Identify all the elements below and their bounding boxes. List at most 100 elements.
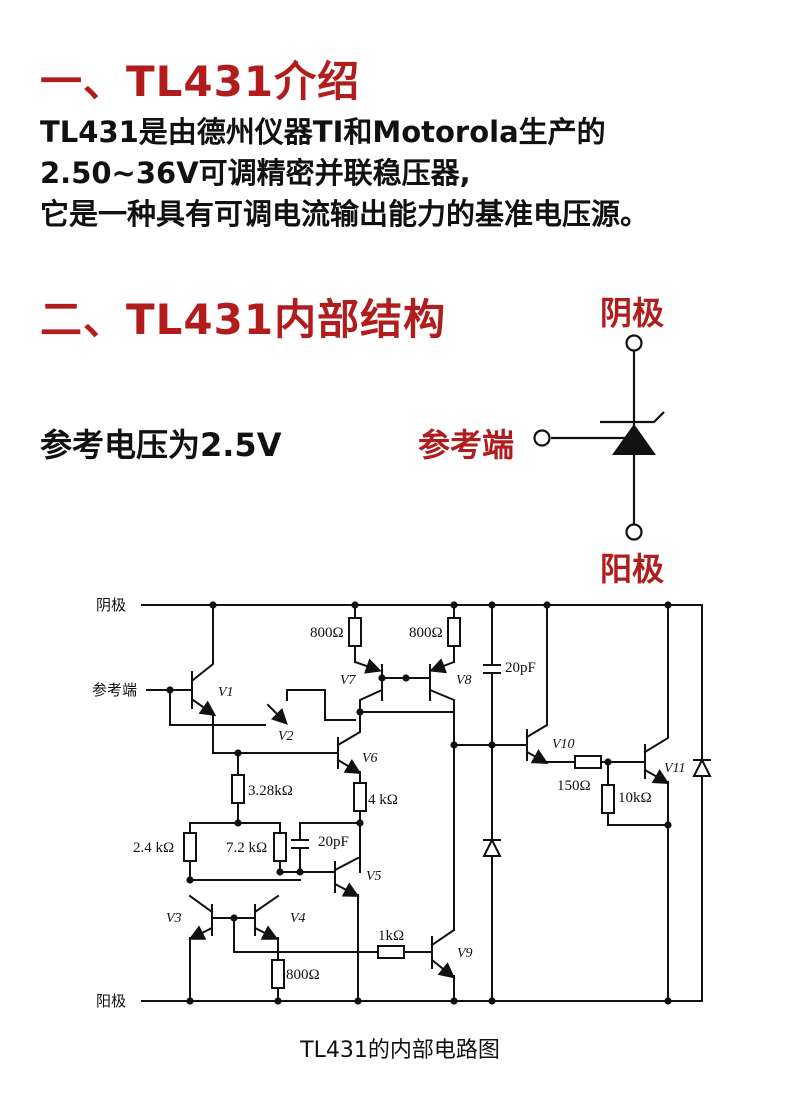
label-v2: V2 [278, 729, 294, 744]
junction-dot [186, 876, 194, 884]
symbol-anode-label: 阳极 [600, 550, 665, 588]
junction-dot [402, 674, 410, 682]
v10-emitter [525, 749, 549, 764]
symbol-cathode-terminal [625, 334, 643, 352]
v7-emitter [353, 658, 382, 674]
junction-dot [450, 741, 458, 749]
v11-emitter [643, 768, 670, 784]
label-r3-28k: 3.28kΩ [248, 783, 293, 799]
v2-emitter [266, 703, 288, 725]
label-v9: V9 [457, 946, 473, 961]
intro-line-3: 它是一种具有可调电流输出能力的基准电压源。 [40, 197, 650, 231]
r10k-bottom [607, 812, 671, 826]
v2-collector [286, 689, 356, 721]
intro-paragraph: TL431是由德州仪器TI和Motorola生产的 2.50~36V可调精密并联… [40, 112, 649, 235]
label-r800b: 800Ω [409, 625, 443, 641]
outer-diode-triangle [692, 757, 712, 777]
junction-dot [234, 749, 242, 757]
label-v6: V6 [362, 751, 378, 766]
symbol-reference-terminal [533, 429, 551, 447]
resistor-800b [447, 617, 461, 647]
v1-collector [191, 604, 214, 682]
label-v10: V10 [552, 737, 575, 752]
junction-dot [276, 868, 284, 876]
junction-dot [664, 997, 672, 1005]
junction-dot [543, 601, 551, 609]
junction-dot [274, 997, 282, 1005]
resistor-1k [377, 945, 405, 959]
label-r800c: 800Ω [286, 967, 320, 983]
junction-dot [664, 821, 672, 829]
junction-dot [234, 819, 242, 827]
v11-collector [643, 604, 669, 754]
label-v4: V4 [290, 911, 306, 926]
label-v7: V7 [340, 673, 357, 688]
junction-dot [351, 601, 359, 609]
section1-title: 一、TL431介绍 [40, 57, 361, 106]
junction-dot [378, 674, 386, 682]
label-v8: V8 [456, 673, 472, 688]
label-r800a: 800Ω [310, 625, 344, 641]
v4-emitter [253, 925, 279, 940]
v6-collector [336, 711, 361, 747]
label-c20pf-b: 20pF [505, 660, 536, 676]
section2-title: 二、TL431内部结构 [40, 295, 447, 344]
resistor-7-2k [273, 832, 287, 862]
label-v3: V3 [166, 911, 182, 926]
inner-diode-triangle [482, 837, 502, 857]
symbol-reference-label: 参考端 [418, 426, 515, 464]
junction-dot [230, 914, 238, 922]
intro-line-1: TL431是由德州仪器TI和Motorola生产的 [40, 115, 606, 149]
label-v1: V1 [218, 685, 234, 700]
junction-dot [604, 758, 612, 766]
v5-collector [333, 856, 360, 872]
junction-dot [356, 819, 364, 827]
junction-dot [354, 997, 362, 1005]
junction-dot [488, 601, 496, 609]
symbol-zener-bar [600, 411, 665, 424]
junction-dot [356, 708, 364, 716]
v8-collector [428, 688, 455, 746]
circuit-caption: TL431的内部电路图 [300, 1038, 500, 1063]
label-c20pf-a: 20pF [318, 834, 349, 850]
symbol-anode-terminal [625, 523, 643, 541]
label-r10k: 10kΩ [618, 790, 652, 806]
v3-emitter [188, 925, 214, 940]
label-r4k: 4 kΩ [368, 792, 398, 808]
resistor-3-28k [231, 774, 245, 804]
v10-collector [525, 604, 548, 739]
junction-dot [186, 997, 194, 1005]
junction-dot [488, 741, 496, 749]
v3-collector [188, 894, 214, 914]
resistor-800a [348, 617, 362, 647]
v7-collector [359, 688, 384, 713]
circuit-reference-label: 参考端 [92, 682, 137, 699]
circuit-anode-label: 阳极 [96, 993, 126, 1010]
resistor-800c [271, 959, 285, 989]
label-r1k: 1kΩ [378, 928, 404, 944]
resistor-150 [574, 755, 602, 769]
label-v11: V11 [664, 761, 686, 776]
v1-emitter [191, 698, 217, 717]
v6-emitter [336, 758, 362, 775]
label-v5: V5 [366, 869, 382, 884]
v9-collector [430, 928, 456, 947]
v9-emitter [430, 958, 456, 979]
ref-to-v2-wire [169, 689, 266, 726]
symbol-cathode-label: 阴极 [600, 294, 665, 332]
reference-voltage-text: 参考电压为2.5V [40, 426, 282, 464]
junction-dot [664, 601, 672, 609]
junction-dot [488, 997, 496, 1005]
resistor-4k [353, 782, 367, 812]
internal-circuit-diagram: 阴极 参考端 阳极 800Ω 800Ω 20pF 3.28kΩ 4 kΩ 2.4… [92, 597, 712, 1010]
junction-dot [450, 601, 458, 609]
resistor-10k [601, 784, 615, 814]
circuit-cathode-label: 阴极 [96, 597, 126, 614]
label-r7-2k: 7.2 kΩ [226, 840, 267, 856]
v8-emitter [429, 658, 456, 674]
symbol-diode-triangle [612, 424, 656, 455]
label-r150: 150Ω [557, 778, 591, 794]
resistor-2-4k [183, 832, 197, 862]
v5-emitter [333, 882, 360, 897]
junction-dot [209, 601, 217, 609]
